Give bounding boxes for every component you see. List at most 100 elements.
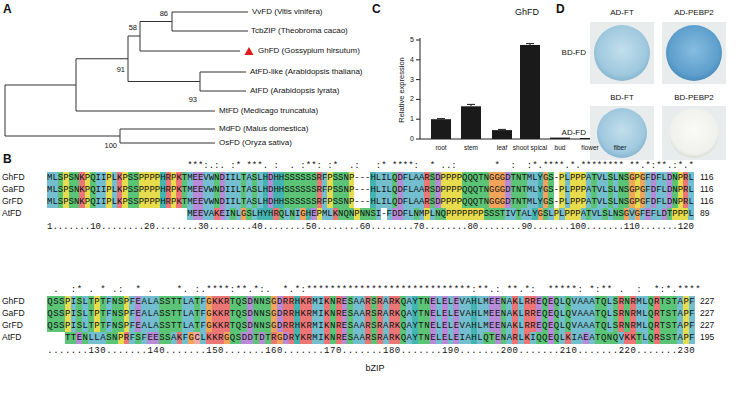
residue: 2	[683, 221, 688, 233]
residue	[124, 284, 130, 296]
residue: .	[618, 284, 624, 296]
residue: *	[236, 284, 242, 296]
sequence-name: GaFD	[2, 185, 25, 194]
residue	[365, 160, 370, 172]
residue	[101, 160, 106, 172]
residue: 4	[252, 221, 257, 233]
residue: .	[586, 221, 591, 233]
residue: -	[354, 172, 359, 184]
residue: 0	[473, 221, 478, 233]
residue: *	[187, 160, 192, 172]
residue: .	[79, 221, 84, 233]
residue: .	[354, 221, 359, 233]
residue	[141, 284, 147, 296]
residue: 2	[618, 345, 624, 357]
residue: *	[206, 284, 212, 296]
residue: .	[124, 345, 130, 357]
construct-label: BD-FT	[610, 94, 634, 103]
residue: *	[483, 284, 489, 296]
residue: .	[76, 345, 82, 357]
residue: *	[283, 284, 289, 296]
residue: .	[446, 160, 451, 172]
residue	[90, 208, 95, 220]
residue: 0	[100, 345, 106, 357]
residue: .	[365, 345, 371, 357]
residue: *	[76, 284, 82, 296]
residue	[542, 284, 548, 296]
residue: .	[536, 345, 542, 357]
residue	[171, 208, 176, 220]
residue: *	[656, 160, 661, 172]
residue: :	[530, 284, 536, 296]
residue: :	[495, 284, 501, 296]
residue: *	[381, 160, 386, 172]
residue: *	[608, 160, 613, 172]
residue	[457, 160, 462, 172]
residue: 1	[629, 221, 634, 233]
residue	[182, 160, 187, 172]
residue: .	[106, 221, 111, 233]
residue: .	[430, 221, 435, 233]
sequence-row: QSSPISLTPTFNSPFEALASSTTLATFGKKRTQSDNNSGD…	[47, 296, 695, 308]
species-label: AtFD-like (Arabidopsis thaliana)	[250, 68, 363, 77]
residue: .	[471, 345, 477, 357]
residue	[52, 208, 57, 220]
residue	[370, 160, 375, 172]
residue: *	[397, 160, 402, 172]
residue: .	[478, 221, 483, 233]
residue: 0	[527, 221, 532, 233]
residue	[65, 284, 71, 296]
residue: 1	[624, 221, 629, 233]
residue: :	[471, 284, 477, 296]
residue: *	[336, 284, 342, 296]
residue	[96, 208, 101, 220]
residue: :	[118, 284, 124, 296]
residue: .	[58, 221, 63, 233]
residue: *	[430, 284, 436, 296]
residue: *	[333, 160, 338, 172]
residue: 4	[153, 345, 159, 357]
residue: 0	[688, 221, 693, 233]
residue: *	[312, 284, 318, 296]
residue: *	[365, 284, 371, 296]
residue: *	[597, 160, 602, 172]
residue: :	[317, 160, 322, 172]
residue: .	[524, 345, 530, 357]
residue	[155, 160, 160, 172]
residue	[133, 208, 138, 220]
residue: *	[252, 160, 257, 172]
residue: .	[656, 221, 661, 233]
residue: .	[640, 160, 645, 172]
residue: .	[283, 345, 289, 357]
residue: .	[69, 221, 74, 233]
residue: *	[330, 284, 336, 296]
residue: .	[155, 221, 160, 233]
residue: 0	[149, 221, 154, 233]
residue: 3	[683, 345, 689, 357]
residue: :	[577, 284, 583, 296]
residue: .	[241, 221, 246, 233]
residue	[322, 160, 327, 172]
sequence-name: GhFD	[2, 173, 25, 182]
residue: :	[527, 160, 532, 172]
residue: :	[273, 160, 278, 172]
residue	[122, 160, 127, 172]
residue	[473, 160, 478, 172]
residue: .	[441, 221, 446, 233]
residue	[53, 332, 59, 344]
residue: *	[506, 284, 512, 296]
residue: .	[160, 221, 165, 233]
residue: *	[406, 284, 412, 296]
residue	[128, 160, 133, 172]
residue: .	[253, 345, 259, 357]
residue: 3	[198, 221, 203, 233]
residue: -	[360, 196, 365, 208]
residue: :	[511, 160, 516, 172]
tick-label: 0	[410, 135, 414, 143]
residue: .	[209, 221, 214, 233]
residue	[271, 284, 277, 296]
residue: .	[645, 221, 650, 233]
residue	[500, 160, 505, 172]
residue: *	[403, 160, 408, 172]
residue: .	[176, 221, 181, 233]
